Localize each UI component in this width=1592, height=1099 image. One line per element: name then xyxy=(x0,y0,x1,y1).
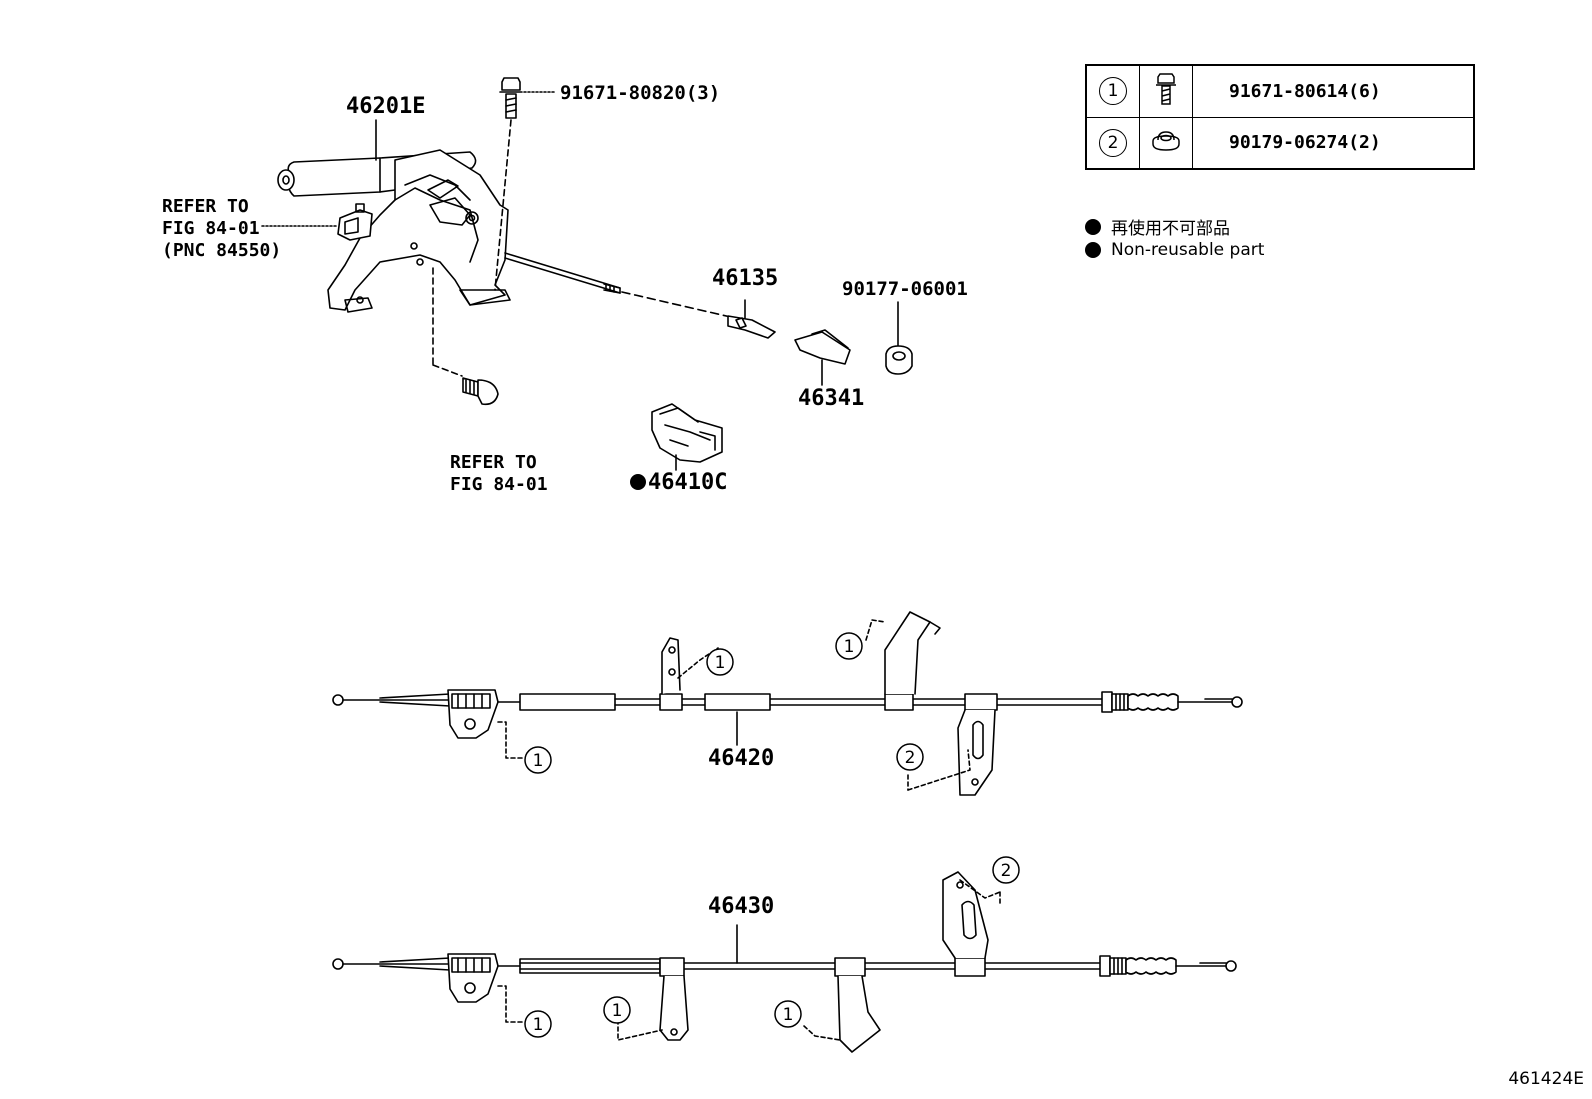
callout-1-e: 1 xyxy=(603,996,631,1024)
label-46420: 46420 xyxy=(708,746,775,771)
note-jp-text: 再使用不可部品 xyxy=(1111,219,1230,239)
bolt-icon xyxy=(1156,73,1176,105)
label-46410C: 46410C xyxy=(648,470,728,495)
clip-46410C xyxy=(651,403,723,471)
legend-number: 2 xyxy=(1099,128,1127,157)
callout-text: 1 xyxy=(715,653,726,673)
callout-text: 2 xyxy=(1001,861,1012,881)
cable-46430 xyxy=(332,871,1237,1053)
legend-row-1: 1 91671-80614(6) xyxy=(1085,64,1475,118)
clip-46135 xyxy=(727,299,776,339)
callout-text: 1 xyxy=(783,1005,794,1025)
callout-1-a: 1 xyxy=(524,746,552,774)
label-46341: 46341 xyxy=(798,386,865,411)
callout-text: 1 xyxy=(533,751,544,771)
callout-1-f: 1 xyxy=(774,1000,802,1028)
legend-number: 1 xyxy=(1099,77,1127,106)
label-refer-bottom: REFER TO FIG 84-01 xyxy=(450,452,548,495)
fastener-legend-table: 1 91671-80614(6) 2 90179-06274(2) xyxy=(1085,64,1475,170)
callout-1-d: 1 xyxy=(524,1010,552,1038)
callout-1-b: 1 xyxy=(706,648,734,676)
callout-text: 1 xyxy=(533,1015,544,1035)
callout-text: 1 xyxy=(844,637,855,657)
nut-icon xyxy=(1152,130,1180,151)
label-46201E: 46201E xyxy=(346,94,426,119)
figure-code: 461424E xyxy=(1508,1069,1584,1089)
callout-text: 1 xyxy=(612,1001,623,1021)
label-46135: 46135 xyxy=(712,266,779,291)
cable-46420 xyxy=(332,611,1243,796)
non-reusable-dot-icon xyxy=(1085,242,1101,258)
non-reusable-dot xyxy=(630,474,646,490)
retainer-46341 xyxy=(794,329,851,386)
label-bolt-91671-80820: 91671-80820(3) xyxy=(560,82,721,104)
label-refer-top: REFER TO FIG 84-01 (PNC 84550) xyxy=(162,196,282,261)
note-en-text: Non-reusable part xyxy=(1111,240,1265,260)
label-90177-06001: 90177-06001 xyxy=(842,278,968,300)
callout-2-b: 2 xyxy=(992,856,1020,884)
legend-part-number: 90179-06274(2) xyxy=(1192,116,1475,170)
bolt-refer-fig xyxy=(432,267,499,406)
note-english: Non-reusable part xyxy=(1085,240,1264,260)
callout-text: 2 xyxy=(905,748,916,768)
non-reusable-dot-icon xyxy=(1085,218,1101,235)
nut-90177-06001 xyxy=(885,301,913,375)
label-46430: 46430 xyxy=(708,894,775,919)
callout-2-a: 2 xyxy=(896,743,924,771)
legend-part-number: 91671-80614(6) xyxy=(1192,64,1475,118)
bolt-91671-80820 xyxy=(499,77,523,119)
parking-brake-lever-assembly xyxy=(277,149,621,313)
legend-row-2: 2 90179-06274(2) xyxy=(1085,116,1475,170)
callout-1-c: 1 xyxy=(835,632,863,660)
note-japanese: 再使用不可部品 xyxy=(1085,214,1230,239)
